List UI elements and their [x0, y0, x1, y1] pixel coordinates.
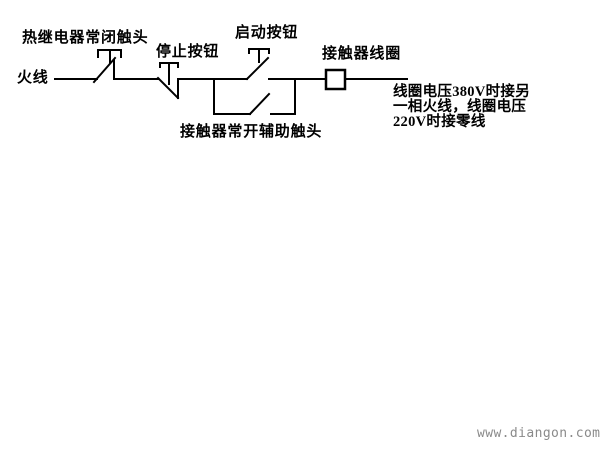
label-stop-button: 停止按钮	[156, 44, 220, 60]
label-contactor-coil: 接触器线圈	[322, 46, 402, 62]
label-start-button: 启动按钮	[235, 25, 299, 41]
label-live-wire: 火线	[17, 70, 49, 86]
coil-voltage-note: 线圈电压380V时接另 一相火线，线圈电压 220V时接零线	[393, 85, 543, 130]
contactor-coil-symbol	[324, 68, 347, 91]
label-contactor-no-aux-contact: 接触器常开辅助触头	[180, 124, 323, 140]
coil-voltage-note-line3: 220V时接零线	[393, 114, 486, 130]
label-thermal-nc-contact: 热继电器常闭触头	[22, 30, 149, 46]
watermark-text: www.diangon.com	[477, 426, 600, 441]
stop-button-blade	[156, 76, 180, 100]
thermal-nc-contact-blade	[92, 56, 117, 84]
coil-voltage-note-line2: 一相火线，线圈电压	[393, 99, 527, 115]
start-button-blade	[245, 56, 270, 81]
aux-no-contact-blade	[248, 92, 271, 116]
coil-voltage-note-line1: 线圈电压380V时接另	[393, 84, 531, 100]
